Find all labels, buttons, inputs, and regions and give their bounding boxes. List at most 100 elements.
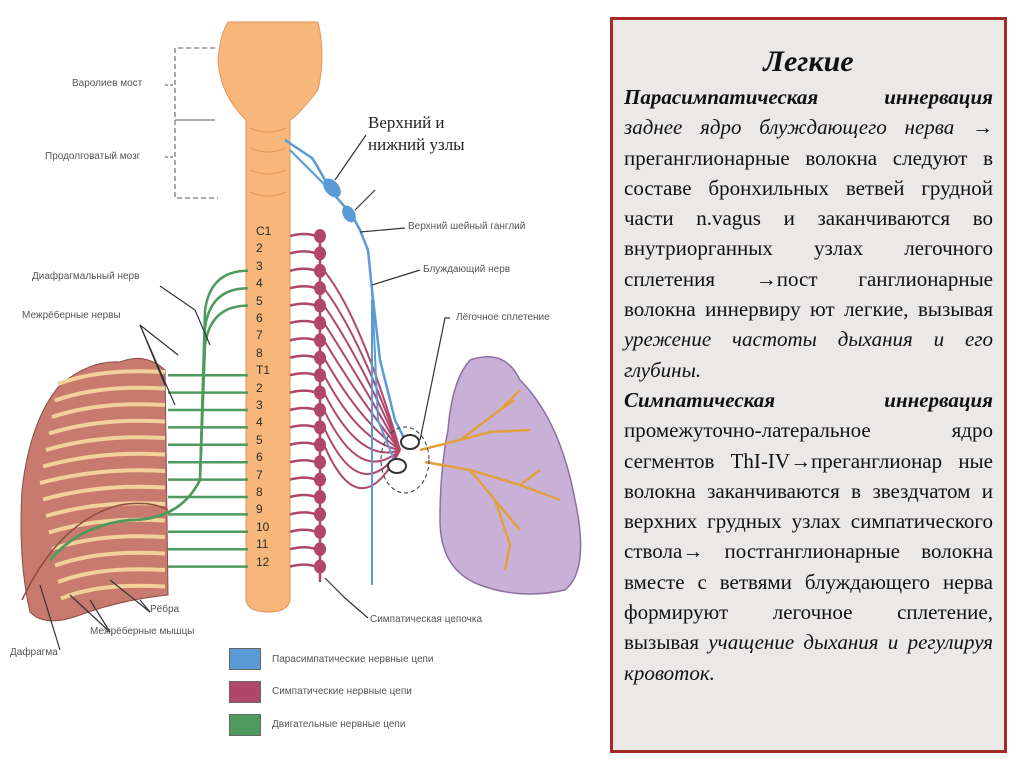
pulmonary-plexus: [380, 426, 430, 494]
label-medulla: Продолговатый мозг: [45, 151, 141, 162]
panel-title: Легкие: [763, 45, 854, 78]
sympathetic-fiber: [323, 270, 401, 451]
sympathetic-branch: [289, 371, 317, 377]
sympathetic-fiber: [323, 305, 401, 451]
segment-label: T1: [256, 363, 271, 378]
sympathetic-branch: [289, 250, 317, 255]
label-vagus-nerve: Блуждающий нерв: [423, 264, 511, 275]
label-phrenic-nerve: Диафрагмальный нерв: [32, 271, 140, 282]
rib: [48, 517, 166, 535]
label-upper-cervical-ganglion: Верхний шейный ганглий: [408, 221, 526, 232]
label-ganglia-line2: нижний узлы: [368, 135, 465, 154]
label-ganglia-line1: Верхний и: [368, 113, 445, 132]
sympathetic-fiber: [323, 357, 401, 451]
spinal-cord: [217, 21, 323, 613]
sympathetic-branch: [289, 302, 317, 307]
sympathetic-effect: учащение дыхания и регулируя кровоток.: [624, 630, 993, 685]
segment-label: 3: [256, 258, 263, 273]
segment-label: 4: [256, 415, 263, 430]
parasympathetic-nucleus: заднее ядро блуждающего нерва: [624, 115, 955, 140]
segment-label: 11: [256, 537, 269, 552]
rib: [39, 468, 166, 485]
rib: [57, 567, 166, 584]
phrenic-nerve-path: [49, 304, 249, 561]
sympathetic-chain: [289, 229, 401, 582]
sympathetic-branch: [289, 563, 317, 568]
sympathetic-fiber: [323, 374, 401, 451]
sympathetic-branch: [289, 528, 317, 534]
segment-label: 5: [256, 293, 263, 308]
sympathetic-heading: Симпатическая иннервация: [624, 387, 993, 412]
rib: [42, 451, 166, 469]
motor-nerves: [49, 269, 249, 568]
segment-label: 8: [256, 345, 263, 360]
sympathetic-fiber: [323, 322, 401, 451]
chest-wall: [20, 357, 169, 622]
sympathetic-paragraph: Симпатическая иннервация промежуточно-ла…: [624, 385, 993, 688]
sympathetic-branch: [289, 267, 317, 273]
segment-label: 4: [256, 276, 263, 291]
rib: [57, 369, 166, 386]
label-pons: Варолиев мост: [72, 78, 143, 89]
innervation-diagram: Варолиев мост Продолговатый мозг Верхний…: [10, 21, 582, 736]
sympathetic-branch: [289, 337, 317, 342]
vagus-nerve: [284, 138, 407, 585]
segment-label: 5: [256, 432, 263, 447]
label-diaphragm: Дафрагма: [10, 647, 58, 658]
sympathetic-branch: [289, 232, 317, 238]
segment-label: C1: [256, 224, 272, 238]
rib: [54, 550, 166, 568]
sympathetic-ganglion: [314, 229, 326, 243]
sympathetic-branch: [289, 319, 317, 325]
segment-label: 12: [256, 554, 270, 569]
parasympathetic-paragraph: Парасимпатическая иннервация заднее ядро…: [624, 82, 993, 385]
rib: [45, 435, 166, 452]
segment-label: 8: [256, 485, 263, 499]
sympathetic-branch: [289, 458, 317, 464]
lung: [419, 356, 582, 595]
brain-brackets: [174, 47, 218, 199]
segment-label: 7: [256, 328, 263, 343]
segment-label: 2: [256, 380, 263, 395]
sympathetic-branch: [289, 493, 317, 499]
sympathetic-branch: [289, 511, 317, 516]
segment-label: 6: [256, 450, 263, 465]
rib: [54, 385, 166, 403]
sympathetic-branch: [289, 441, 317, 447]
sympathetic-branch: [289, 389, 317, 394]
segment-label: 3: [256, 398, 263, 412]
sympathetic-branch: [289, 424, 317, 429]
rib: [51, 534, 166, 551]
label-intercostal-muscles: Межрёберные мышцы: [90, 626, 195, 637]
label-ribs: Рёбра: [150, 604, 180, 615]
segment-label: 7: [256, 467, 263, 482]
legend-swatch-motor: [229, 714, 261, 736]
parasympathetic-text: → преганглионарные волокна следуют в сос…: [624, 115, 994, 322]
sympathetic-fiber: [323, 339, 401, 451]
label-intercostal-nerves: Межрёберные нервы: [22, 310, 121, 321]
parasympathetic-effect: урежение частоты дыхания и его глубины.: [624, 327, 993, 382]
label-ganglia: Верхний и нижний узлы: [368, 112, 465, 156]
rib: [51, 402, 166, 419]
sympathetic-fiber: [323, 287, 401, 451]
sympathetic-branch: [289, 476, 317, 481]
rib: [42, 484, 166, 502]
parasympathetic-heading: Парасимпатическая иннервация: [624, 85, 993, 109]
rib: [45, 501, 166, 518]
legend-swatch-parasympathetic: [229, 648, 261, 670]
legend-label-parasympathetic: Парасимпатические нервные цепи: [272, 654, 434, 665]
segment-label: 6: [256, 311, 263, 325]
pointer-lines: [39, 134, 450, 651]
sympathetic-branch: [289, 354, 317, 360]
label-sympathetic-chain: Симпатическая цепочка: [370, 614, 483, 625]
sympathetic-branch: [289, 406, 317, 412]
diagram-canvas: [20, 21, 582, 651]
description-panel: Легкие Парасимпатическая иннервация задн…: [610, 17, 1007, 753]
rib: [48, 418, 166, 436]
rib: [60, 583, 166, 601]
segment-label: 2: [256, 241, 263, 256]
sympathetic-text: промежуточно-латеральное ядро сегментов …: [624, 418, 993, 655]
legend-label-sympathetic: Симпатические нервные цепи: [272, 686, 412, 697]
sympathetic-branch: [289, 284, 317, 290]
label-pulmonary-plexus: Лёгочное сплетение: [456, 312, 550, 323]
